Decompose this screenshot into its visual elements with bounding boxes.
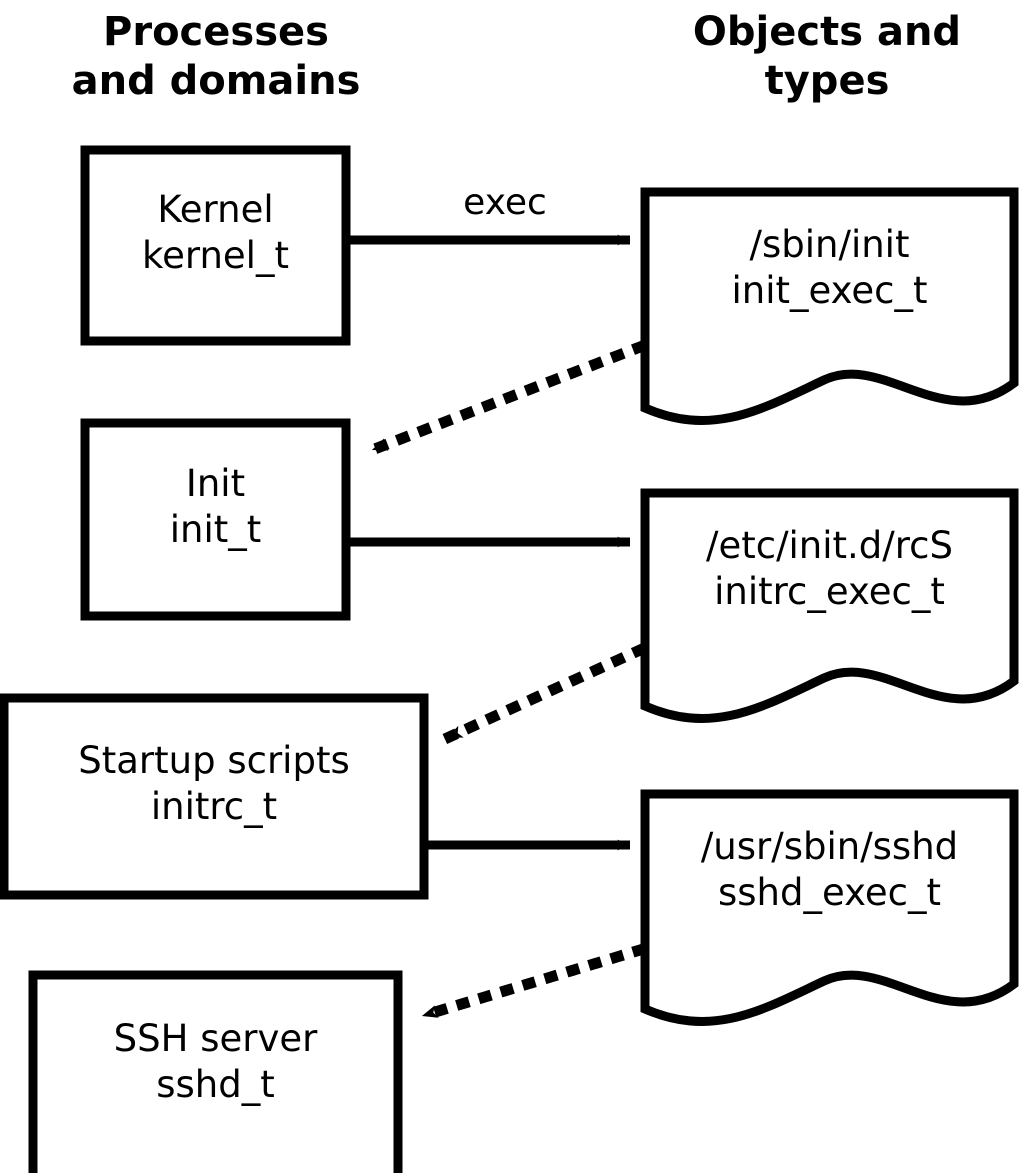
column-header-processes-line1: Processes bbox=[103, 9, 329, 55]
object-node-sshd-exec-line2: sshd_exec_t bbox=[718, 871, 941, 915]
object-node-init-exec-line2: init_exec_t bbox=[731, 269, 928, 313]
process-node-kernel-line2: kernel_t bbox=[142, 234, 289, 278]
process-node-sshd-line1: SSH server bbox=[113, 1017, 318, 1060]
column-header-objects-line1: Objects and bbox=[692, 9, 962, 55]
process-node-init-line2: init_t bbox=[169, 508, 262, 552]
object-node-sshd-exec[interactable] bbox=[640, 789, 1019, 1026]
process-node-initrc-label: Startup scripts initrc_t bbox=[4, 738, 424, 831]
process-node-init-line1: Init bbox=[185, 462, 246, 505]
process-node-initrc[interactable] bbox=[0, 693, 429, 900]
process-node-sshd-label: SSH server sshd_t bbox=[33, 1016, 398, 1109]
object-node-sshd-exec-line1: /usr/sbin/sshd bbox=[700, 825, 959, 868]
edge-sshd-exec-transition-sshd bbox=[415, 943, 647, 1023]
object-node-initrc-exec-line1: /etc/init.d/rcS bbox=[705, 524, 953, 567]
object-node-init-exec-line1: /sbin/init bbox=[749, 223, 910, 266]
process-node-initrc-line1: Startup scripts bbox=[78, 739, 350, 782]
process-node-init[interactable] bbox=[80, 418, 351, 621]
process-node-init-label: Init init_t bbox=[85, 461, 346, 554]
process-node-kernel[interactable] bbox=[80, 145, 351, 346]
object-node-initrc-exec-label: /etc/init.d/rcS initrc_exec_t bbox=[645, 523, 1014, 616]
column-header-processes-line2: and domains bbox=[71, 57, 361, 104]
edge-init-exec-transition-init bbox=[364, 339, 648, 458]
object-node-sshd-exec-label: /usr/sbin/sshd sshd_exec_t bbox=[645, 824, 1014, 917]
column-header-objects: Objects and types bbox=[640, 8, 1014, 106]
object-node-initrc-exec[interactable] bbox=[640, 488, 1019, 723]
process-node-initrc-line2: initrc_t bbox=[150, 785, 278, 829]
column-header-objects-line2: types bbox=[764, 57, 890, 104]
object-node-init-exec-label: /sbin/init init_exec_t bbox=[645, 222, 1014, 315]
column-header-processes: Processes and domains bbox=[22, 8, 410, 106]
edge-initrc-exec-transition-initrc bbox=[439, 642, 648, 746]
process-node-kernel-label: Kernel kernel_t bbox=[85, 187, 346, 280]
object-node-init-exec[interactable] bbox=[640, 187, 1019, 425]
object-node-initrc-exec-line2: initrc_exec_t bbox=[714, 570, 945, 614]
process-node-sshd-line2: sshd_t bbox=[156, 1063, 275, 1107]
process-node-sshd[interactable] bbox=[28, 970, 403, 1173]
edge-label-exec: exec bbox=[463, 182, 547, 223]
process-node-kernel-line1: Kernel bbox=[157, 188, 274, 231]
